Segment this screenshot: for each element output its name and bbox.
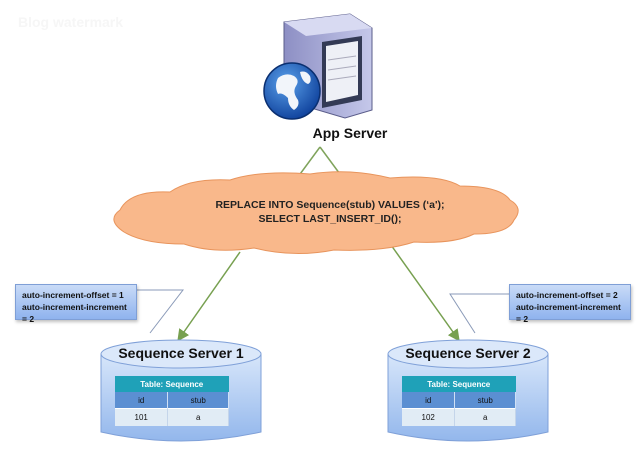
table-caption: Table: Sequence bbox=[402, 376, 516, 392]
config-offset: auto-increment-offset = 2 bbox=[516, 290, 618, 300]
cell-stub: a bbox=[167, 408, 229, 426]
config-box-server-1: auto-increment-offset = 1 auto-increment… bbox=[15, 284, 137, 324]
config-box-server-2: auto-increment-offset = 2 auto-increment… bbox=[509, 284, 631, 324]
sequence-table-server-2: Table: Sequence id stub 102 a bbox=[402, 376, 516, 426]
config-offset: auto-increment-offset = 1 bbox=[22, 290, 124, 300]
server-1-title: Sequence Server 1 bbox=[118, 345, 244, 361]
table-caption: Table: Sequence bbox=[115, 376, 229, 392]
callout-lines bbox=[137, 289, 509, 334]
sql-cloud bbox=[113, 171, 519, 255]
sequence-table-server-1: Table: Sequence id stub 101 a bbox=[115, 376, 229, 426]
column-header-stub: stub bbox=[454, 392, 516, 409]
cell-id: 101 bbox=[115, 408, 169, 426]
cell-stub: a bbox=[454, 408, 516, 426]
config-increment: auto-increment-increment = 2 bbox=[516, 302, 621, 324]
sql-line-1: REPLACE INTO Sequence(stub) VALUES (‘a')… bbox=[215, 199, 445, 211]
watermark: Blog watermark bbox=[18, 14, 124, 30]
sql-line-2: SELECT LAST_INSERT_ID(); bbox=[258, 213, 402, 225]
column-header-stub: stub bbox=[167, 392, 229, 409]
column-header-id: id bbox=[402, 392, 456, 409]
app-server-label: App Server bbox=[312, 125, 388, 141]
column-header-id: id bbox=[115, 392, 169, 409]
config-increment: auto-increment-increment = 2 bbox=[22, 302, 127, 324]
table-row: 102 a bbox=[402, 408, 516, 426]
sql-statements: REPLACE INTO Sequence(stub) VALUES (‘a')… bbox=[180, 198, 480, 226]
globe-icon bbox=[263, 62, 321, 120]
server-2-title: Sequence Server 2 bbox=[405, 345, 531, 361]
table-row: 101 a bbox=[115, 408, 229, 426]
cell-id: 102 bbox=[402, 408, 456, 426]
